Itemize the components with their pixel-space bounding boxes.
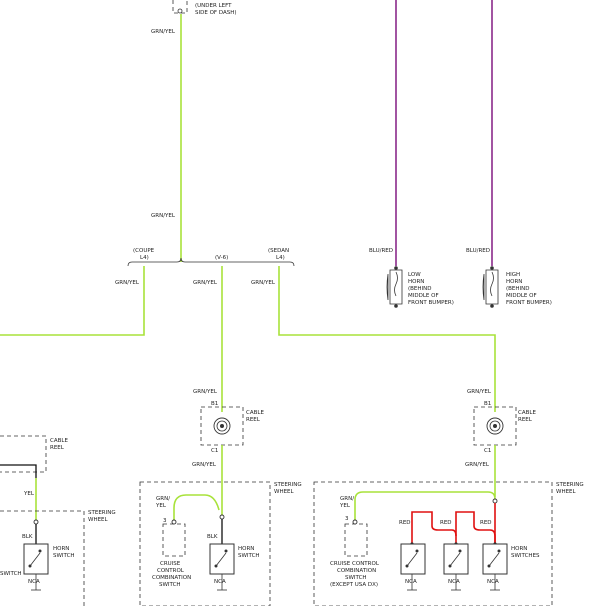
under-left-dash-label-2: SIDE OF DASH) [195,10,237,16]
b1-label-sedan: B1 [484,401,491,407]
wire-label-grnyel-sedan-b: GRN/YEL [467,389,492,395]
cable-reel-coupe-label-2: REEL [50,445,65,451]
low-horn-label-3: (BEHIND [408,286,432,292]
wire-label-grnyel-sedan: GRN/YEL [251,280,276,286]
cruise-switch-sedan-label-3: SWITCH [345,575,367,581]
pin-3-sedan-label: 3 [345,516,349,522]
variant-coupe-l4-label: L4) [140,255,149,261]
pin-3-v6-label: 3 [163,518,167,524]
steering-wheel-coupe-label: STEERING [88,510,116,516]
wire-label-grn-sedan: GRN/ [340,496,354,502]
variant-coupe-label: (COUPE [133,248,155,254]
nca-sedan-2-label: NCA [448,579,460,585]
horn-switches-sedan-label: HORN [511,546,527,552]
main-trunk-wire: GRN/YEL GRN/YEL [151,14,182,262]
c1-label-v6: C1 [211,448,218,454]
wire-label-grnyel-coupe: GRN/YEL [115,280,140,286]
cruise-switch-v6-label-3: COMBINATION [152,575,191,581]
high-horn-label: HIGH [506,272,520,278]
wire-label-blk-v6: BLK [207,534,218,540]
cruise-switch-v6-label-2: CONTROL [157,568,185,574]
steering-wheel-v6-label-2: WHEEL [274,489,295,495]
wire-label-grnyel-v6-c: GRN/YEL [192,462,217,468]
cruise-switch-sedan-label-4: (EXCEPT USA DX) [330,582,378,588]
horn-switches-sedan-label-2: SWITCHES [511,553,540,559]
high-horn-label-3: (BEHIND [506,286,530,292]
wire-label-blured-high: BLU/RED [466,248,490,254]
under-left-dash-label: (UNDER LEFT [195,3,232,9]
nca-v6-label: NCA [214,579,226,585]
coupe-branch-wire: GRN/YEL [0,266,145,336]
cable-reel-v6-label: CABLE [246,410,264,416]
nca-sedan-3-label: NCA [487,579,499,585]
steering-wheel-sedan-label: STEERING [556,482,584,488]
variant-sedan-l4-label: L4) [276,255,285,261]
wire-label-grn-v6: GRN/ [156,496,170,502]
wire-label-yel-v6: YEL [155,503,167,509]
c1-label-sedan: C1 [484,448,491,454]
wire-label-red-3: RED [480,520,492,526]
sedan-branch-wire: GRN/YEL GRN/YEL [251,266,496,412]
cable-reel-coupe-partial: CABLE REEL YEL [0,435,68,520]
variant-brace: (COUPE L4) (V-6) (SEDAN L4) [127,248,295,267]
nca-coupe-label: NCA [28,579,40,585]
variant-sedan-label: (SEDAN [268,248,289,254]
steering-wheel-coupe: STEERING WHEEL BLK HORN SWITCH NCA SWITC… [0,510,116,606]
low-horn: BLU/RED LOW HORN (BEHIND MIDDLE OF FRONT… [369,0,454,308]
variant-v6-label: (V-6) [215,255,228,261]
wire-label-red-2: RED [440,520,452,526]
steering-wheel-sedan-label-2: WHEEL [556,489,577,495]
wire-label-yel-sedan: YEL [339,503,351,509]
high-horn-label-5: FRONT BUMPER) [506,300,552,306]
high-horn: BLU/RED HIGH HORN (BEHIND MIDDLE OF FRON… [466,0,552,308]
steering-wheel-coupe-label-2: WHEEL [88,517,109,523]
horn-switch-v6-label: HORN [238,546,254,552]
low-horn-label-2: HORN [408,279,424,285]
cable-reel-v6-label-2: REEL [246,417,261,423]
wire-label-grnyel-mid: GRN/YEL [151,213,176,219]
high-horn-label-4: MIDDLE OF [506,293,537,299]
steering-wheel-v6: STEERING WHEEL GRN/ YEL 3 CRUISE CONTROL… [139,481,302,606]
cable-reel-v6: B1 CABLE REEL C1 [200,401,264,454]
cruise-switch-v6-label-4: SWITCH [159,582,181,588]
low-horn-label-4: MIDDLE OF [408,293,439,299]
low-horn-label: LOW [408,272,421,278]
cable-reel-sedan-label-2: REEL [518,417,533,423]
wire-label-yel-coupe: YEL [23,491,35,497]
wire-label-red-1: RED [399,520,411,526]
cruise-switch-sedan-label: CRUISE CONTROL [330,561,380,567]
v6-branch-wire: GRN/YEL GRN/YEL [193,266,223,412]
b1-label-v6: B1 [211,401,218,407]
wire-label-grnyel-top: GRN/YEL [151,29,176,35]
cruise-switch-sedan-label-2: COMBINATION [337,568,376,574]
wire-label-grnyel-v6: GRN/YEL [193,280,218,286]
cable-reel-sedan-label: CABLE [518,410,536,416]
wire-label-grnyel-v6-b: GRN/YEL [193,389,218,395]
cruise-switch-v6-label: CRUISE [160,561,181,567]
wire-label-blk-coupe: BLK [22,534,33,540]
cable-reel-sedan: B1 CABLE REEL C1 [473,401,536,454]
low-horn-label-5: FRONT BUMPER) [408,300,454,306]
switch-coupe-label-partial: SWITCH [0,571,22,577]
top-connector: (UNDER LEFT SIDE OF DASH) [172,0,237,16]
horn-switch-v6-label-2: SWITCH [238,553,260,559]
steering-wheel-sedan: STEERING WHEEL GRN/ YEL 3 CRUISE CONTROL… [313,481,584,606]
nca-sedan-1-label: NCA [405,579,417,585]
steering-wheel-v6-label: STEERING [274,482,302,488]
high-horn-label-2: HORN [506,279,522,285]
horn-switch-coupe-label: HORN [53,546,69,552]
wire-label-grnyel-sedan-c: GRN/YEL [465,462,490,468]
cable-reel-coupe-label: CABLE [50,438,68,444]
horn-switch-coupe-label-2: SWITCH [53,553,75,559]
wire-label-blured-low: BLU/RED [369,248,393,254]
